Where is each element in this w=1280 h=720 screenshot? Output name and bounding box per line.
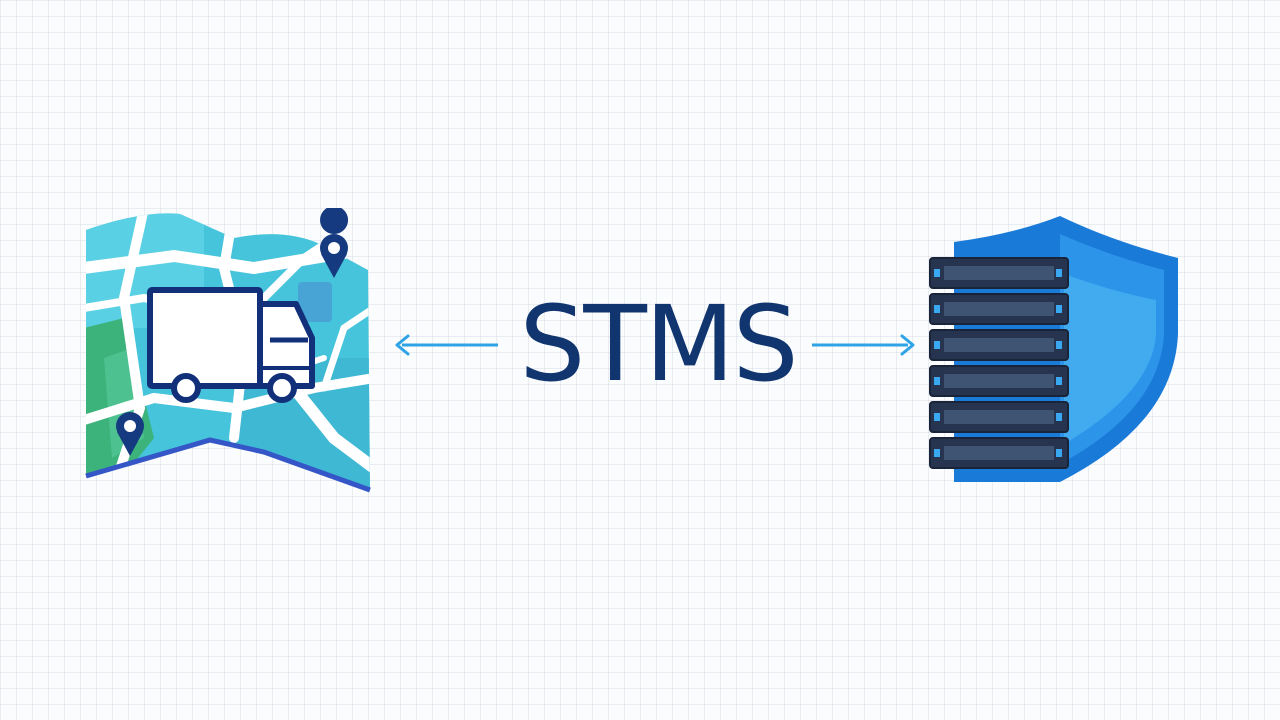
map-delivery-truck-icon — [85, 208, 371, 493]
server-rack — [929, 257, 1069, 469]
diagram-title: STMS — [519, 283, 798, 405]
secure-server-shield-icon — [929, 216, 1178, 482]
right-arrow-icon — [812, 334, 915, 356]
left-arrow-icon — [395, 334, 498, 356]
